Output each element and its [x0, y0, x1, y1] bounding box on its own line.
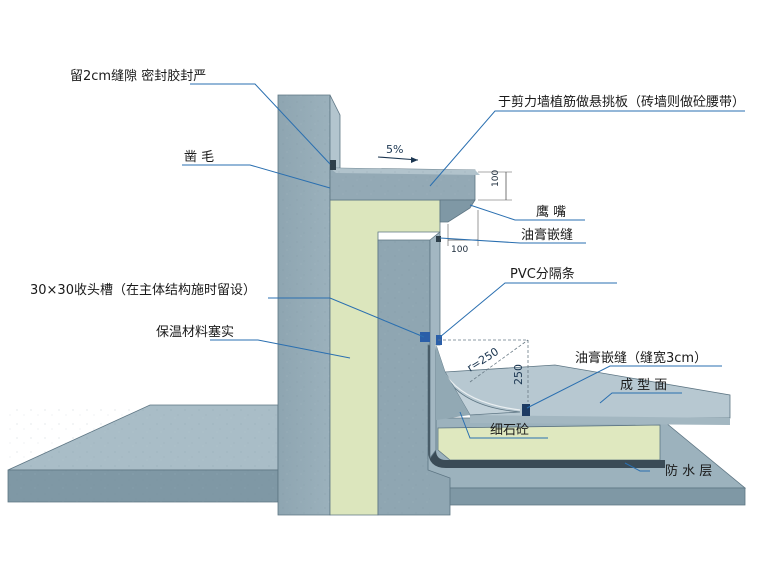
label-ointment-joint-width: 油膏嵌缝（缝宽3cm）: [575, 350, 707, 366]
label-cantilever-slab: 于剪力墙植筋做悬挑板（砖墙则做砼腰带）: [498, 94, 745, 110]
fillet-mortar: [435, 344, 521, 420]
label-ointment-joint-top: 油膏嵌缝: [521, 227, 573, 243]
label-chiseling: 凿 毛: [184, 150, 214, 165]
svg-text:250: 250: [512, 364, 525, 385]
inner-wall: [377, 231, 451, 516]
parapet-wall-main: [277, 94, 341, 516]
joint-sealant-bottom: [522, 404, 530, 416]
joint-sealant-top: [436, 236, 441, 242]
groove-30x30: [420, 332, 430, 342]
gap-sealant: [330, 160, 336, 170]
label-pvc-strip: PVC分隔条: [510, 266, 575, 282]
label-formed-surface: 成 型 面: [620, 378, 667, 393]
cantilever-slab: [329, 167, 480, 223]
label-eagle-beak: 鹰 嘴: [536, 204, 566, 220]
floor-slab-left: [7, 404, 279, 503]
label-fine-concrete: 细石砼: [490, 423, 529, 438]
label-groove: 30×30收头槽（在主体结构施时留设）: [30, 283, 256, 298]
leader-lines: [182, 83, 745, 472]
label-insulation: 保温材料塞实: [156, 324, 234, 340]
dim-slab-thickness: 100: [478, 170, 512, 201]
label-gap-seal: 留2cm缝隙 密封胶封严: [70, 68, 206, 84]
formed-surface-slab: [444, 364, 731, 425]
slope-text: 5%: [386, 143, 403, 156]
svg-text:100: 100: [491, 170, 501, 187]
svg-text:100: 100: [451, 245, 468, 255]
label-waterproof-layer: 防 水 层: [665, 463, 712, 479]
slope-arrow: 5%: [377, 143, 419, 163]
fine-concrete-layer: [437, 424, 661, 461]
